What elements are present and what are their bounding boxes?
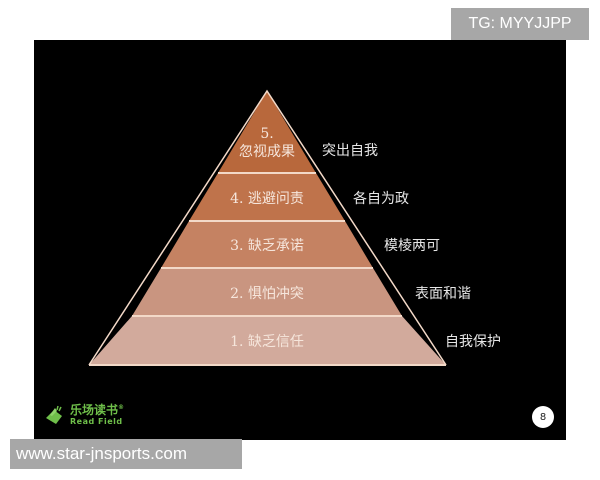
level-5-number: 5. bbox=[260, 126, 274, 142]
level-5-side-label: 突出自我 bbox=[322, 143, 378, 159]
pyramid-level-2 bbox=[132, 268, 402, 316]
level-5-label: 5. 忽视成果 bbox=[227, 125, 307, 161]
watermark-top: TG: MYYJJPP bbox=[451, 8, 589, 40]
level-2-text: 惧怕冲突 bbox=[247, 286, 304, 302]
pyramid-separators bbox=[88, 89, 447, 366]
level-2-number: 2. bbox=[230, 286, 244, 302]
level-5-text: 忽视成果 bbox=[239, 144, 295, 160]
page-number-badge: 8 bbox=[532, 406, 554, 428]
level-1-text: 缺乏信任 bbox=[247, 334, 304, 350]
level-2-side-label: 表面和谐 bbox=[415, 286, 471, 302]
level-4-number: 4. bbox=[230, 191, 244, 207]
level-3-label: 3. 缺乏承诺 bbox=[207, 235, 327, 255]
pyramid-level-3 bbox=[161, 221, 373, 268]
level-4-label: 4. 逃避问责 bbox=[207, 188, 327, 208]
level-4-text: 逃避问责 bbox=[247, 191, 304, 207]
pyramid-level-5 bbox=[218, 91, 316, 173]
pyramid-level-1 bbox=[89, 316, 446, 365]
level-1-side-label: 自我保护 bbox=[445, 334, 501, 350]
level-2-label: 2. 惧怕冲突 bbox=[207, 283, 327, 303]
level-3-number: 3. bbox=[230, 238, 244, 254]
level-4-side-label: 各自为政 bbox=[353, 191, 409, 207]
watermark-bottom: www.star-jnsports.com bbox=[10, 439, 242, 469]
level-1-number: 1. bbox=[230, 334, 244, 350]
logo-chinese-name: 乐场读书® bbox=[70, 404, 124, 416]
book-leaf-icon bbox=[46, 405, 62, 424]
logo: 乐场读书® Read Field bbox=[44, 404, 124, 426]
slide: 5. 忽视成果 突出自我 4. 逃避问责 各自为政 3. 缺乏承诺 模棱两可 2… bbox=[34, 40, 566, 440]
registered-mark: ® bbox=[118, 404, 125, 411]
logo-english-name: Read Field bbox=[70, 417, 123, 426]
level-3-side-label: 模棱两可 bbox=[384, 238, 440, 254]
level-3-text: 缺乏承诺 bbox=[247, 238, 304, 254]
level-1-label: 1. 缺乏信任 bbox=[207, 331, 327, 351]
logo-cn-text: 乐场读书 bbox=[70, 403, 119, 417]
pyramid bbox=[88, 89, 447, 366]
pyramid-level-4 bbox=[189, 173, 345, 221]
